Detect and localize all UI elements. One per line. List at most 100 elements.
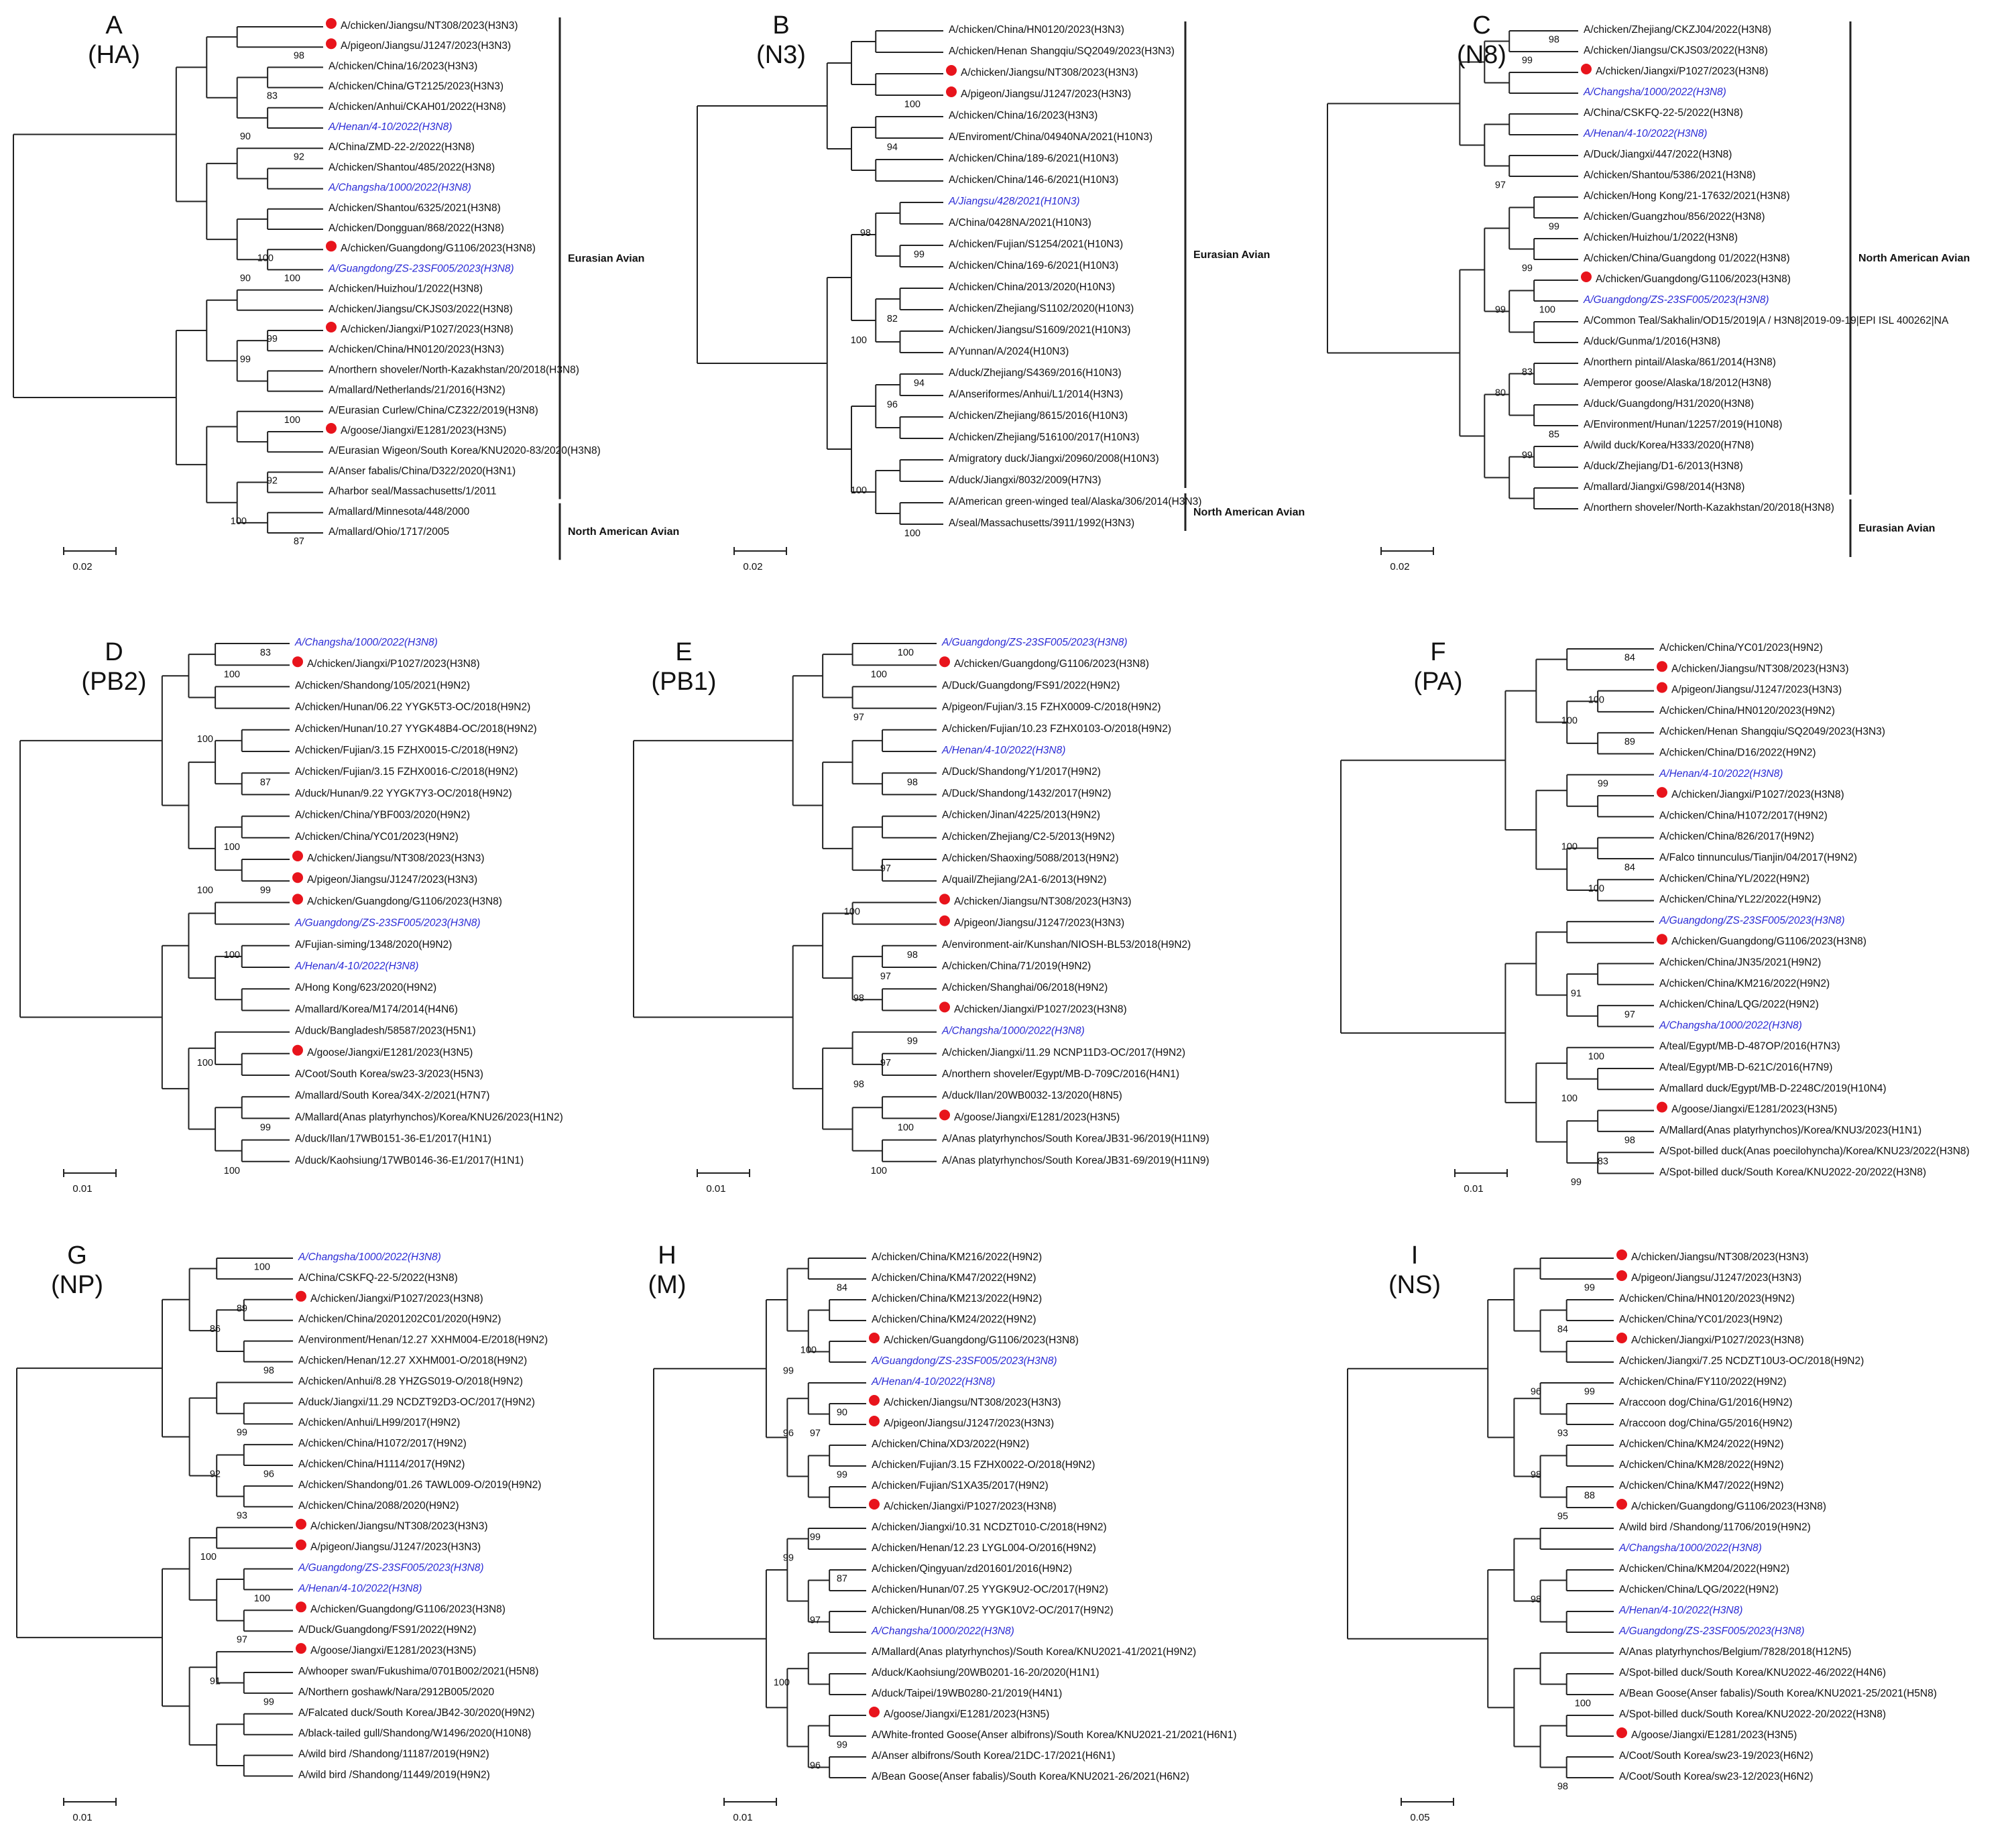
study-strain-marker — [1581, 64, 1592, 74]
bootstrap-value: 98 — [853, 1079, 864, 1090]
leaf-label: A/chicken/China/JN35/2021(H9N2) — [1659, 957, 1821, 969]
leaf-label: A/Henan/4-10/2022(H3N8) — [1583, 128, 1707, 139]
clade-label: Eurasian Avian — [1858, 523, 1935, 534]
study-strain-marker — [296, 1290, 306, 1302]
leaf-label: A/chicken/China/71/2019(H9N2) — [942, 961, 1091, 972]
leaf-label: A/Mallard(Anas platyrhynchos)/Korea/KNU2… — [295, 1111, 563, 1123]
bootstrap-value: 99 — [810, 1532, 821, 1543]
bootstrap-value: 99 — [837, 1470, 847, 1481]
leaf-label: A/Anser fabalis/China/D322/2020(H3N1) — [329, 465, 516, 477]
leaf-label: A/pigeon/Jiangsu/J1247/2023(H3N3) — [1631, 1272, 1801, 1284]
study-strain-marker — [939, 915, 950, 926]
leaf-label: A/mallard/Jiangxi/G98/2014(H3N8) — [1584, 481, 1744, 493]
leaf-label: A/chicken/Henan/12.23 LYGL004-O/2016(H9N… — [872, 1542, 1096, 1554]
bootstrap-value: 100 — [231, 516, 247, 527]
bootstrap-value: 100 — [1575, 1699, 1591, 1709]
bootstrap-value: 99 — [1522, 263, 1533, 274]
leaf-label: A/White-fronted Goose(Anser albifrons)/S… — [872, 1729, 1237, 1741]
leaf-label: A/duck/Hunan/9.22 YYGK7Y3-OC/2018(H9N2) — [295, 788, 512, 799]
leaf-label: A/chicken/China/LQG/2022(H9N2) — [1619, 1584, 1779, 1595]
bootstrap-value: 98 — [1531, 1595, 1541, 1605]
tree-panel-e: E(PB1)A/Guangdong/ZS-23SF005/2023(H3N8)A… — [633, 637, 1209, 1195]
bootstrap-value: 80 — [1495, 388, 1506, 399]
leaf-label: A/chicken/Guangdong/G1106/2023(H3N8) — [1596, 273, 1791, 285]
leaf-label: A/seal/Massachusetts/3911/1992(H3N3) — [949, 517, 1134, 529]
bootstrap-value: 87 — [837, 1574, 847, 1585]
leaf-label: A/chicken/China/16/2023(H3N3) — [329, 60, 477, 72]
scale-label: 0.01 — [733, 1812, 752, 1823]
bootstrap-value: 96 — [263, 1469, 274, 1479]
leaf-label: A/Mallard(Anas platyrhynchos)/Korea/KNU3… — [1659, 1125, 1921, 1136]
leaf-label: A/chicken/China/YC01/2023(H9N2) — [1619, 1314, 1783, 1325]
panel-letter: E — [675, 638, 692, 666]
clade-label: Eurasian Avian — [1193, 249, 1270, 261]
leaf-label: A/chicken/China/20201202C01/2020(H9N2) — [298, 1314, 501, 1325]
bootstrap-value: 99 — [1522, 56, 1533, 66]
bootstrap-value: 100 — [284, 273, 300, 284]
leaf-label: A/chicken/Fujian/S1254/2021(H10N3) — [949, 239, 1123, 250]
leaf-label: A/chicken/Jiangxi/P1027/2023(H3N8) — [1671, 789, 1844, 800]
leaf-label: A/chicken/China/HN0120/2023(H3N3) — [949, 24, 1124, 36]
study-strain-marker — [292, 894, 303, 905]
bootstrap-value: 87 — [260, 777, 271, 788]
study-strain-marker — [869, 1707, 880, 1717]
leaf-label: A/chicken/China/YBF003/2020(H9N2) — [295, 810, 470, 821]
tree-panel-b: B(N3)A/chicken/China/HN0120/2023(H3N3)A/… — [697, 11, 1305, 572]
study-strain-marker — [292, 851, 303, 861]
leaf-label: A/chicken/Fujian/S1XA35/2017(H9N2) — [872, 1480, 1049, 1491]
leaf-label: A/teal/Egypt/MB-D-487OP/2016(H7N3) — [1659, 1041, 1840, 1052]
tree-panel-i: I(NS)A/chicken/Jiangsu/NT308/2023(H3N3)A… — [1347, 1241, 1937, 1823]
leaf-label: A/migratory duck/Jiangxi/20960/2008(H10N… — [949, 453, 1159, 465]
leaf-label: A/chicken/China/H1072/2017(H9N2) — [1659, 810, 1828, 821]
leaf-label: A/Changsha/1000/2022(H3N8) — [298, 1251, 441, 1263]
leaf-label: A/Anas platyrhynchos/South Korea/JB31-96… — [942, 1134, 1209, 1145]
bootstrap-value: 100 — [871, 669, 887, 680]
bootstrap-value: 100 — [254, 1593, 270, 1604]
leaf-label: A/chicken/Guangdong/G1106/2023(H3N8) — [884, 1335, 1079, 1346]
leaf-label: A/whooper swan/Fukushima/0701B002/2021(H… — [298, 1666, 538, 1677]
bootstrap-value: 100 — [871, 1166, 887, 1176]
bootstrap-value: 99 — [1522, 450, 1533, 461]
leaf-label: A/Changsha/1000/2022(H3N8) — [1618, 1542, 1762, 1554]
leaf-label: A/Henan/4-10/2022(H3N8) — [871, 1376, 995, 1388]
panel-gene: (PB1) — [651, 668, 716, 696]
leaf-label: A/pigeon/Jiangsu/J1247/2023(H3N3) — [954, 918, 1124, 929]
leaf-label: A/northern shoveler/North-Kazakhstan/20/… — [329, 364, 579, 375]
leaf-label: A/chicken/Shandong/01.26 TAWL009-O/2019(… — [298, 1479, 541, 1491]
leaf-label: A/goose/Jiangxi/E1281/2023(H3N5) — [1671, 1104, 1837, 1115]
leaf-label: A/chicken/Anhui/CKAH01/2022(H3N8) — [329, 101, 506, 113]
leaf-label: A/China/ZMD-22-2/2022(H3N8) — [329, 141, 475, 153]
study-strain-marker — [326, 241, 337, 252]
leaf-label: A/chicken/Fujian/3.15 FZHX0022-O/2018(H9… — [872, 1459, 1095, 1471]
leaf-label: A/Environment/Hunan/12257/2019(H10N8) — [1584, 419, 1782, 430]
tree-panel-a: A(HA)A/chicken/Jiangsu/NT308/2023(H3N3)A… — [13, 11, 679, 572]
leaf-label: A/Anas platyrhynchos/South Korea/JB31-69… — [942, 1155, 1209, 1166]
leaf-label: A/northern shoveler/North-Kazakhstan/20/… — [1584, 502, 1834, 513]
bootstrap-value: 99 — [267, 334, 278, 345]
leaf-label: A/chicken/Guangdong/G1106/2023(H3N8) — [307, 896, 502, 907]
leaf-label: A/mallard/South Korea/34X-2/2021(H7N7) — [295, 1090, 489, 1101]
bootstrap-value: 85 — [1549, 430, 1559, 440]
leaf-label: A/chicken/Huizhou/1/2022(H3N8) — [1584, 232, 1738, 243]
bootstrap-value: 97 — [880, 1058, 891, 1068]
bootstrap-value: 92 — [210, 1469, 221, 1479]
study-strain-marker — [1657, 1101, 1667, 1113]
leaf-label: A/chicken/Guangdong/G1106/2023(H3N8) — [1631, 1501, 1826, 1512]
leaf-label: A/chicken/China/HN0120/2023(H9N2) — [1619, 1293, 1795, 1304]
bootstrap-value: 98 — [294, 50, 304, 61]
bootstrap-value: 99 — [1549, 222, 1559, 233]
bootstrap-value: 100 — [904, 528, 921, 539]
leaf-label: A/pigeon/Jiangsu/J1247/2023(H3N3) — [310, 1542, 481, 1553]
bootstrap-value: 83 — [267, 91, 278, 102]
study-strain-marker — [939, 1001, 950, 1013]
leaf-label: A/chicken/Shanghai/06/2018(H9N2) — [942, 982, 1108, 993]
leaf-label: A/chicken/China/KM47/2022(H9N2) — [1619, 1480, 1784, 1491]
bootstrap-value: 99 — [783, 1366, 794, 1377]
leaf-label: A/chicken/Jiangxi/P1027/2023(H3N8) — [307, 658, 480, 670]
scale-label: 0.02 — [72, 561, 92, 572]
bootstrap-value: 91 — [210, 1676, 221, 1687]
leaf-label: A/chicken/Qingyuan/zd201601/2016(H9N2) — [872, 1563, 1072, 1575]
study-strain-marker — [939, 894, 950, 905]
bootstrap-value: 99 — [837, 1740, 847, 1751]
leaf-label: A/chicken/Shantou/485/2022(H3N8) — [329, 162, 495, 173]
